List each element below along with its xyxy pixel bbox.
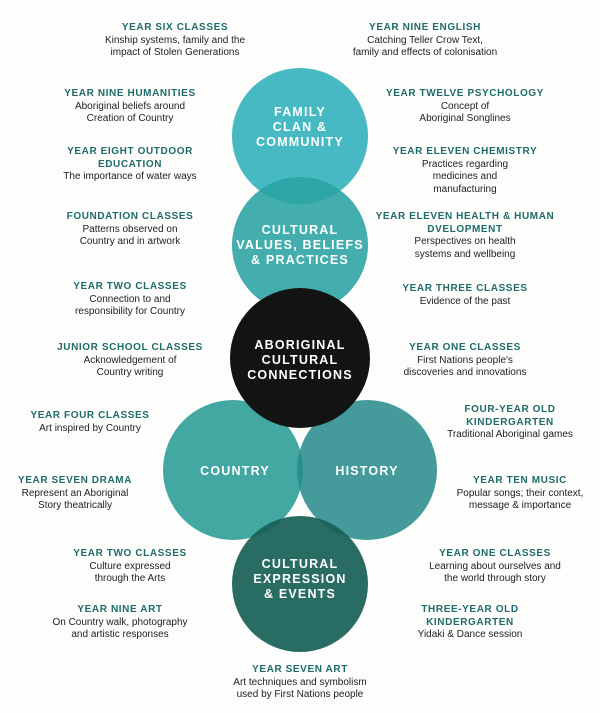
core-circle-label: ABORIGINAL CULTURAL CONNECTIONS <box>247 338 353 382</box>
history-circle-label: HISTORY <box>335 464 399 478</box>
note-text: The importance of water ways <box>63 171 197 182</box>
country-circle-label: COUNTRY <box>200 464 270 478</box>
note-text: On Country walk, photography and artisti… <box>52 616 188 641</box>
note-text: Connection to and responsibility for Cou… <box>74 293 186 318</box>
note-heading: YEAR ELEVEN HEALTH & HUMAN DVELOPMENT <box>375 211 555 235</box>
core-circle <box>230 288 370 428</box>
values-circle <box>232 177 368 313</box>
note-text: Art techniques and symbolism used by Fir… <box>233 676 367 701</box>
note-heading: YEAR FOUR CLASSES <box>30 410 150 421</box>
note-text: Culture expressed through the Arts <box>89 560 171 585</box>
note-heading: YEAR TWO CLASSES <box>73 281 187 292</box>
note-heading: YEAR NINE HUMANITIES <box>64 88 196 99</box>
note-text: Perspectives on health systems and wellb… <box>414 236 516 260</box>
note-text: Traditional Aboriginal games <box>447 429 573 440</box>
note-text: Yidaki & Dance session <box>417 629 523 640</box>
note-heading: YEAR EIGHT OUTDOOR EDUCATION <box>67 146 193 170</box>
note-heading: YEAR TWELVE PSYCHOLOGY <box>385 88 545 99</box>
history-circle <box>297 400 437 540</box>
note-text: Evidence of the past <box>419 295 511 307</box>
note-text: Popular songs; their context, message & … <box>456 487 584 512</box>
values-circle-label: CULTURAL VALUES, BELIEFS & PRACTICES <box>236 223 364 267</box>
note-heading: YEAR ONE CLASSES <box>439 548 551 559</box>
note-text: Patterns observed on Country and in artw… <box>79 223 181 248</box>
note-heading: JUNIOR SCHOOL CLASSES <box>57 342 203 353</box>
expression-circle-label: CULTURAL EXPRESSION & EVENTS <box>253 557 347 601</box>
note-text: Practices regarding medicines and manufa… <box>421 158 509 195</box>
note-text: Art inspired by Country <box>39 422 141 434</box>
note-heading: FOUR-YEAR OLD KINDERGARTEN <box>464 404 556 428</box>
note-text: Represent an Aboriginal Story theatrical… <box>21 487 129 512</box>
note-heading: YEAR SEVEN DRAMA <box>17 475 133 486</box>
note-heading: YEAR SIX CLASSES <box>121 22 229 33</box>
note-text: Learning about ourselves and the world t… <box>429 560 561 585</box>
note-heading: YEAR ELEVEN CHEMISTRY <box>392 146 538 157</box>
family-circle-label: FAMILY CLAN & COMMUNITY <box>256 105 344 149</box>
note-heading: YEAR TEN MUSIC <box>473 475 567 486</box>
note-text: Aboriginal beliefs around Creation of Co… <box>74 100 186 125</box>
note-text: Acknowledgement of Country writing <box>83 354 177 379</box>
note-text: Concept of Aboriginal Songlines <box>419 100 511 125</box>
note-text: Catching Teller Crow Text, family and ef… <box>352 34 498 59</box>
note-heading: THREE-YEAR OLD KINDERGARTEN <box>421 604 519 628</box>
note-heading: YEAR SEVEN ART <box>252 664 348 675</box>
note-heading: FOUNDATION CLASSES <box>66 211 194 222</box>
country-circle <box>163 400 303 540</box>
note-heading: YEAR THREE CLASSES <box>402 283 528 294</box>
expression-circle <box>232 516 368 652</box>
family-circle <box>232 68 368 204</box>
note-heading: YEAR ONE CLASSES <box>409 342 521 353</box>
note-heading: YEAR NINE ART <box>77 604 163 615</box>
note-heading: YEAR NINE ENGLISH <box>369 22 481 33</box>
note-text: First Nations people's discoveries and i… <box>403 354 527 379</box>
note-text: Kinship systems, family and the impact o… <box>104 34 246 59</box>
note-heading: YEAR TWO CLASSES <box>73 548 187 559</box>
